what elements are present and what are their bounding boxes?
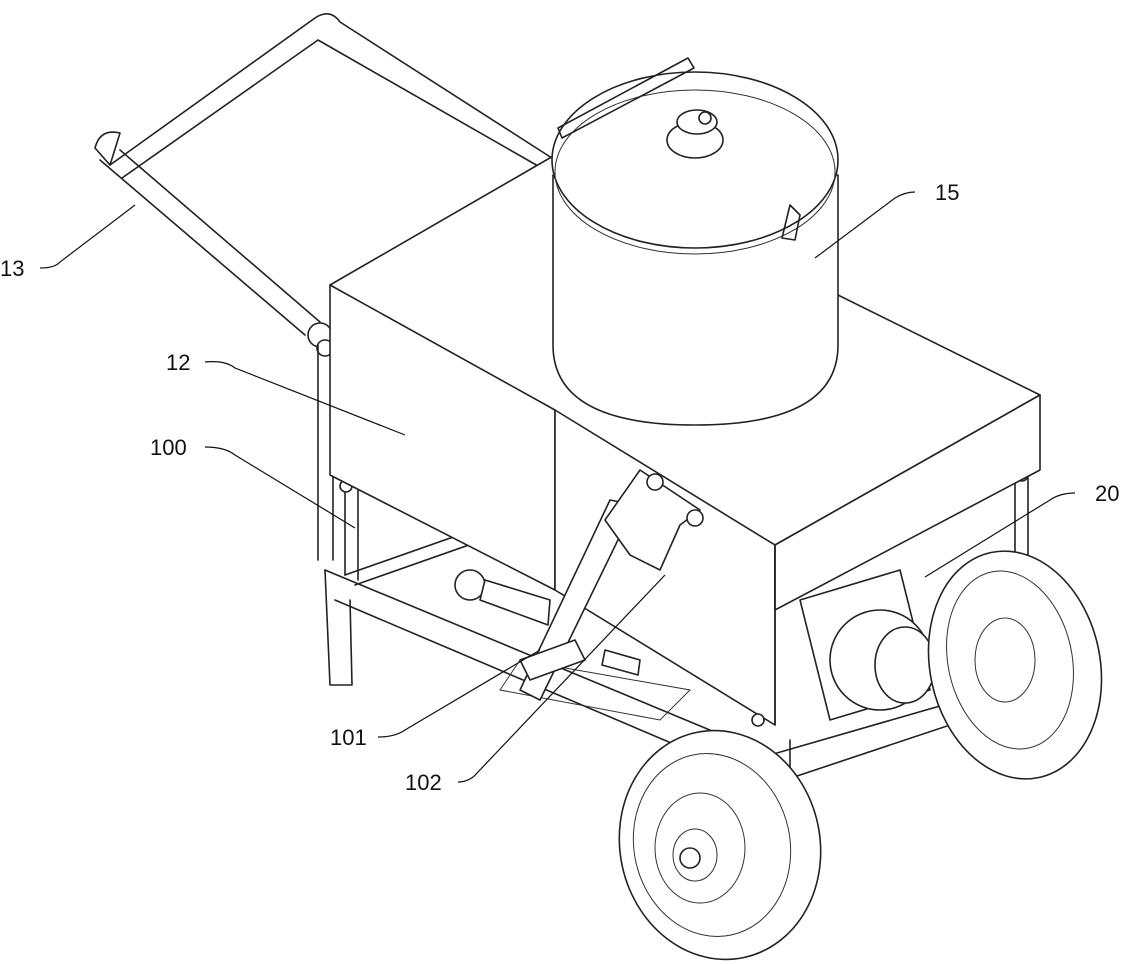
front-wheel [598, 712, 841, 964]
rear-wheel [908, 535, 1122, 795]
label-102: 102 [405, 770, 442, 795]
label-100: 100 [150, 435, 187, 460]
label-12: 12 [166, 350, 190, 375]
label-15: 15 [935, 180, 959, 205]
label-20: 20 [1095, 481, 1119, 506]
label-101: 101 [330, 725, 367, 750]
hopper [552, 58, 838, 425]
label-13: 13 [0, 256, 24, 281]
